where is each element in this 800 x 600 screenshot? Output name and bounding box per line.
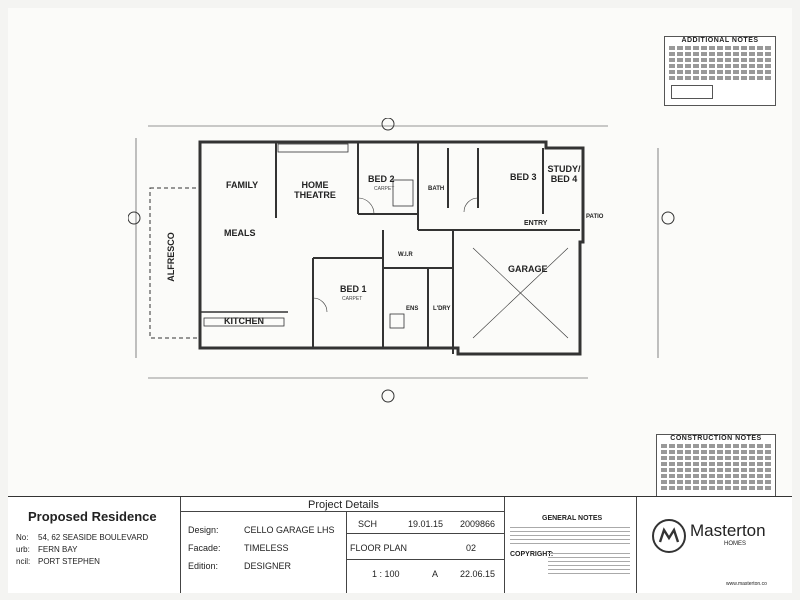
room-ens: ENS <box>406 306 419 312</box>
general-notes-title: GENERAL NOTES <box>542 515 603 522</box>
sheet-title-value: FLOOR PLAN <box>350 543 408 553</box>
additional-notes-title: ADDITIONAL NOTES <box>681 37 759 44</box>
proposed-residence-title: Proposed Residence <box>28 509 157 524</box>
lot-value: 54, 62 SEASIDE BOULEVARD <box>38 533 149 542</box>
room-wir: W.I.R <box>398 252 413 258</box>
date-value: 19.01.15 <box>408 519 444 529</box>
room-entry: ENTRY <box>524 220 548 227</box>
room-home-theatre: HOME THEATRE <box>294 180 336 200</box>
sheet-number-value: 02 <box>466 543 477 553</box>
room-meals: MEALS <box>224 228 256 238</box>
suburb-value: FERN BAY <box>38 545 78 554</box>
scale-value: 1 : 100 <box>372 569 400 579</box>
room-bath: BATH <box>428 186 445 192</box>
room-bed1: BED 1 <box>340 284 367 294</box>
council-label: ncil: <box>16 557 31 566</box>
room-alfresco: ALFRESCO <box>165 232 176 282</box>
brand-name: Masterton <box>690 521 766 540</box>
room-kitchen: KITCHEN <box>224 316 264 326</box>
project-details-title: Project Details <box>308 499 379 511</box>
drawn-by-value: SCH <box>358 519 378 529</box>
title-block: Proposed Residence No: 54, 62 SEASIDE BO… <box>8 496 792 593</box>
masterton-logo-icon <box>652 519 686 553</box>
edition-value: DESIGNER <box>244 561 292 571</box>
lot-label: No: <box>16 533 29 542</box>
room-garage: GARAGE <box>508 264 548 274</box>
facade-label: Facade: <box>188 543 221 553</box>
design-label: Design: <box>188 525 219 535</box>
suburb-label: urb: <box>16 545 30 554</box>
facade-value: TIMELESS <box>244 543 289 553</box>
design-value: CELLO GARAGE LHS <box>244 525 335 535</box>
floor-plan: FAMILY HOME THEATRE BED 2 CARPET BATH BE… <box>127 117 676 408</box>
room-patio: PATIO <box>586 214 604 220</box>
revision-value: A <box>432 569 439 579</box>
room-bed3: BED 3 <box>510 172 537 182</box>
council-value: PORT STEPHEN <box>38 557 100 566</box>
construction-notes-title: CONSTRUCTION NOTES <box>670 435 762 442</box>
bed2-floor: CARPET <box>374 186 395 192</box>
room-family: FAMILY <box>226 180 259 190</box>
room-bed2: BED 2 <box>368 174 395 184</box>
copyright-title: COPYRIGHT: <box>510 551 554 558</box>
brand-subtitle: HOMES <box>724 541 747 547</box>
website-text: www.masterton.co <box>726 581 767 587</box>
job-number-value: 2009866 <box>460 519 496 529</box>
additional-notes-box: ADDITIONAL NOTES <box>664 36 776 106</box>
room-ldry: L'DRY <box>433 306 451 312</box>
edition-label: Edition: <box>188 561 219 571</box>
floor-plan-drawing <box>127 117 675 403</box>
revision-date-value: 22.06.15 <box>460 569 496 579</box>
room-study-bed4: STUDY/ BED 4 <box>547 164 581 184</box>
bed1-floor: CARPET <box>342 296 363 302</box>
